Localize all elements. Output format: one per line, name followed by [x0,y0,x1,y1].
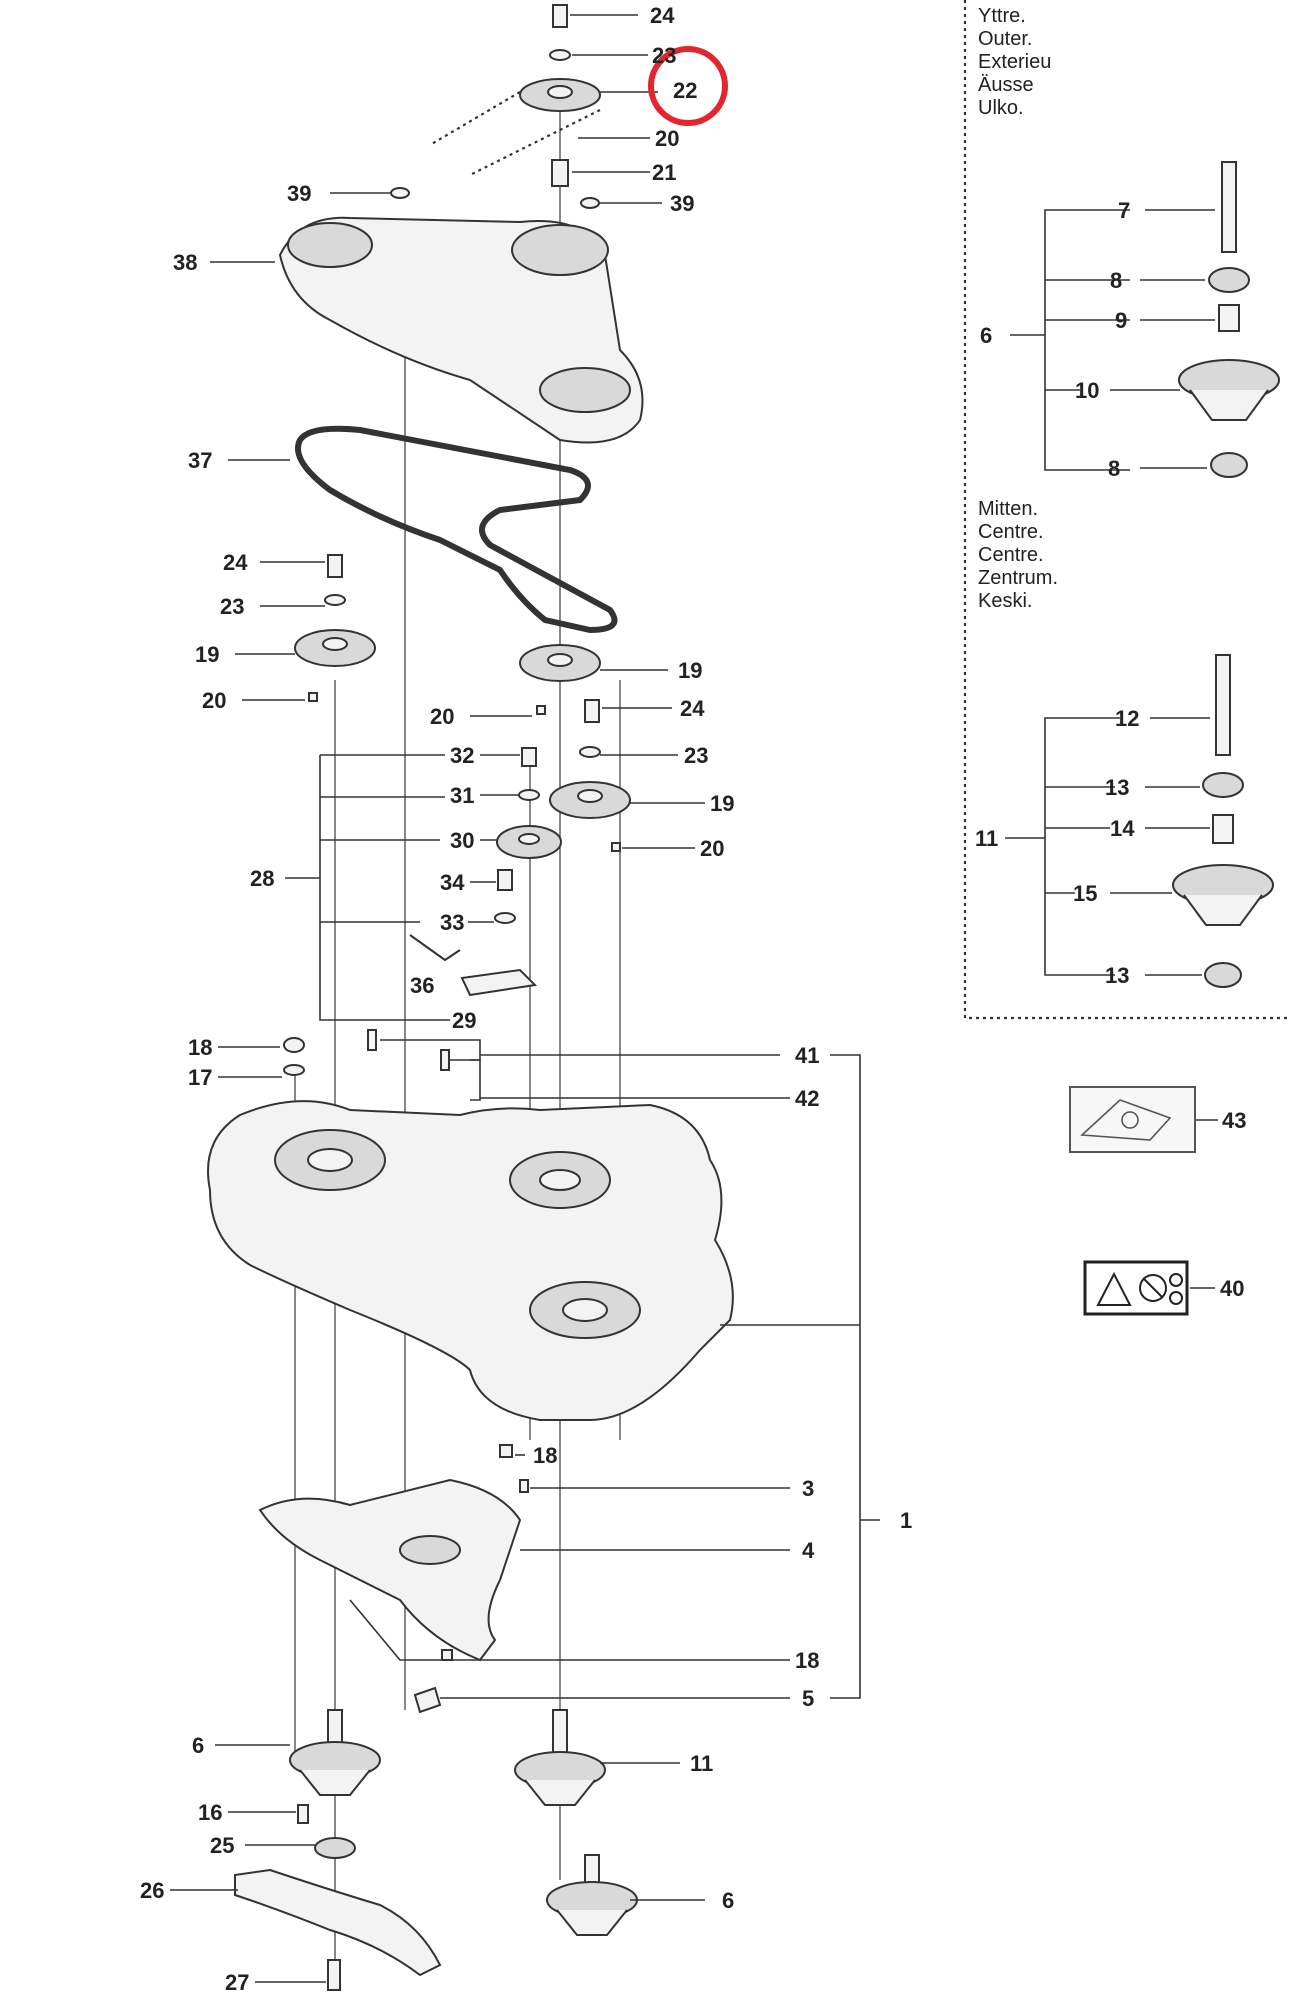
callout-24: 24 [650,3,675,28]
callout-3: 3 [802,1476,814,1501]
callout-12: 12 [1115,706,1139,731]
lang-center-en: Centre. [978,521,1044,543]
callout-36: 36 [410,973,434,998]
lang-center-fi: Keski. [978,590,1032,612]
callout-9: 9 [1115,308,1127,333]
callout-32: 32 [450,743,474,768]
callout-17: 17 [188,1065,212,1090]
lang-outer-de: Äusse [978,74,1034,96]
lang-outer-en: Outer. [978,28,1032,50]
callout-13: 13 [1105,775,1129,800]
lang-outer-sv: Yttre. [978,5,1026,27]
decal-43 [1069,1086,1196,1153]
callout-42: 42 [795,1086,819,1111]
callout-40: 40 [1220,1276,1244,1301]
callout-6: 6 [980,323,992,348]
callout-41: 41 [795,1043,819,1068]
callout-8: 8 [1110,268,1122,293]
callout-26: 26 [140,1878,164,1903]
callout-34: 34 [440,870,465,895]
bearing-25 [314,1837,356,1859]
lang-center-de: Zentrum. [978,567,1058,589]
callout-24: 24 [680,696,705,721]
highlight-circle [648,46,728,126]
spindle-center [514,1709,606,1806]
lang-outer-fi: Ulko. [978,97,1024,119]
detail-panel: Yttre. Outer. Exterieu Äusse Ulko. Mitte… [963,0,1290,1316]
left-pulley-stack [294,554,376,702]
callout-24: 24 [223,550,248,575]
callout-6: 6 [722,1888,734,1913]
callout-19: 19 [195,642,219,667]
callout-29: 29 [452,1008,476,1033]
blade-26 [234,1868,442,1977]
callout-19: 19 [710,791,734,816]
callout-18: 18 [188,1035,212,1060]
lang-center-fr: Centre. [978,544,1044,566]
callout-20: 20 [430,704,454,729]
callout-1: 1 [900,1508,912,1533]
callout-30: 30 [450,828,474,853]
callout-6: 6 [192,1733,204,1758]
callout-5: 5 [802,1686,814,1711]
callout-18: 18 [533,1443,557,1468]
callout-33: 33 [440,910,464,935]
callout-39: 39 [287,181,311,206]
callout-21: 21 [652,160,676,185]
lang-center-sv: Mitten. [978,498,1038,520]
callout-11: 11 [975,826,998,851]
callout-labels: 24 23 22 20 21 39 39 38 37 24 23 19 20 1… [140,3,912,1995]
center-pulley-stack [519,644,631,852]
callout-28: 28 [250,866,274,891]
callout-8: 8 [1108,456,1120,481]
callout-11: 11 [690,1751,713,1776]
callout-20: 20 [655,126,679,151]
callout-37: 37 [188,448,212,473]
callout-43: 43 [1222,1108,1246,1133]
callout-23: 23 [684,743,708,768]
lang-outer-fr: Exterieu [978,51,1051,73]
callout-39: 39 [670,191,694,216]
callout-14: 14 [1110,816,1135,841]
callout-31: 31 [450,783,474,808]
callout-27: 27 [225,1970,249,1995]
baffle-4 [258,1478,522,1662]
callout-22: 22 [673,78,697,103]
callout-7: 7 [1118,198,1130,223]
callout-23: 23 [220,594,244,619]
callout-20: 20 [202,688,226,713]
top-pulley-stack [390,4,601,209]
callout-10: 10 [1075,378,1099,403]
callout-38: 38 [173,250,197,275]
callout-16: 16 [198,1800,222,1825]
callout-23: 23 [652,43,676,68]
callout-13: 13 [1105,963,1129,988]
decal-40 [1083,1260,1189,1316]
callout-15: 15 [1073,881,1097,906]
callout-4: 4 [802,1538,815,1563]
callout-19: 19 [678,658,702,683]
belt-37 [295,425,618,634]
spindle-left [289,1709,381,1796]
leader-lines [170,14,880,1983]
callout-20: 20 [700,836,724,861]
tensioner-group [409,747,562,997]
callout-25: 25 [210,1833,234,1858]
callout-18: 18 [795,1648,819,1673]
